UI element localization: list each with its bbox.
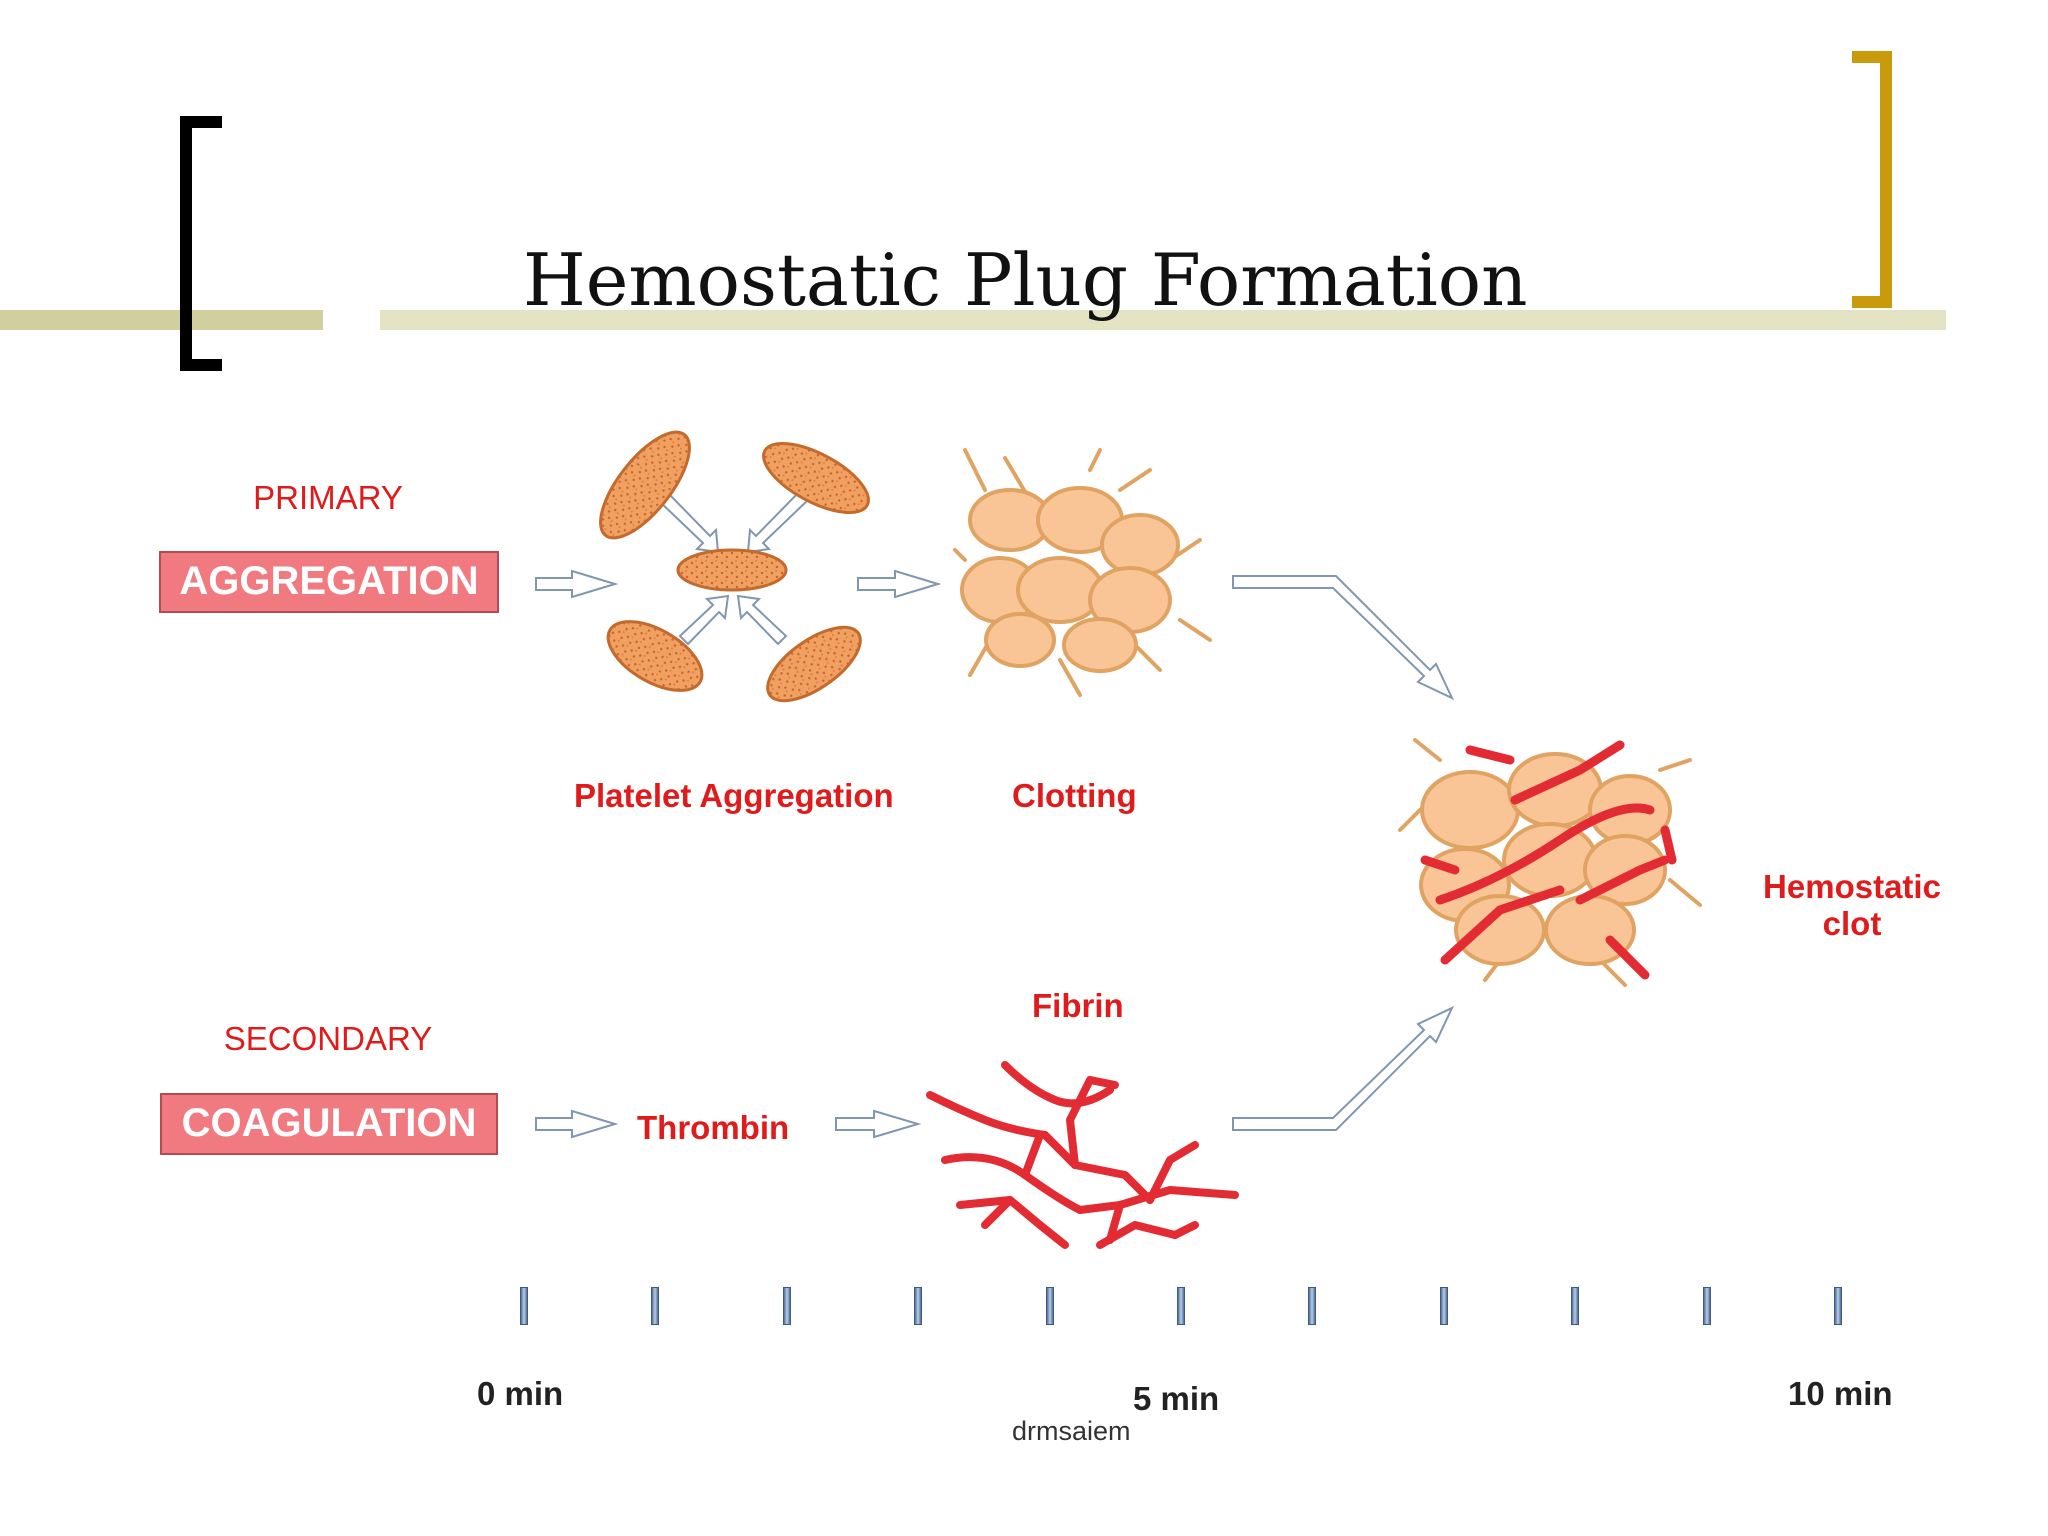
timeline-tick (520, 1287, 528, 1325)
platelet-aggregation-illustration (585, 419, 878, 715)
page-title: Hemostatic Plug Formation (523, 238, 1527, 322)
timeline-tick (914, 1287, 922, 1325)
platelet (754, 430, 879, 527)
arrow-platelets-to-clotting (858, 571, 938, 597)
platelet (585, 419, 705, 552)
arrow-coagulation-to-thrombin (536, 1111, 615, 1137)
timeline-mid-label: 5 min (1133, 1380, 1219, 1418)
thrombin-label: Thrombin (637, 1109, 789, 1147)
right-bracket-icon (1852, 57, 1886, 302)
hemostatic-clot-label-line1: Hemostatic (1752, 868, 1952, 906)
fibrin-label: Fibrin (1032, 987, 1124, 1025)
arrow-clotting-to-clot (1233, 576, 1452, 698)
timeline-tick (1308, 1287, 1316, 1325)
arrow-fibrin-to-clot (1233, 1008, 1452, 1130)
platelet (678, 550, 786, 590)
timeline-tick (1834, 1287, 1842, 1325)
header-rule-left (0, 310, 323, 330)
platelet-aggregation-label: Platelet Aggregation (574, 777, 894, 815)
coagulation-label: COAGULATION (161, 1101, 497, 1146)
secondary-heading: SECONDARY (163, 1020, 493, 1058)
arrow-thrombin-to-fibrin (836, 1111, 918, 1137)
hemostatic-clot-illustration (1400, 740, 1700, 985)
timeline-tick (1571, 1287, 1579, 1325)
timeline-tick (1046, 1287, 1054, 1325)
timeline-tick (651, 1287, 659, 1325)
timeline-tick (1440, 1287, 1448, 1325)
timeline-tick (1177, 1287, 1185, 1325)
clotting-label: Clotting (1012, 777, 1137, 815)
timeline-start-label: 0 min (477, 1375, 563, 1413)
clotting-illustration (955, 450, 1210, 695)
fibrin-illustration (930, 1065, 1235, 1245)
timeline-tick (783, 1287, 791, 1325)
credit-text: drmsaiem (1012, 1416, 1131, 1447)
timeline-end-label: 10 min (1788, 1375, 1893, 1413)
hemostatic-clot-label-line2: clot (1752, 905, 1952, 943)
primary-heading: PRIMARY (163, 479, 493, 517)
timeline-tick (1703, 1287, 1711, 1325)
arrow-aggregation-to-platelets (536, 571, 615, 597)
aggregation-label: AGGREGATION (160, 559, 498, 604)
